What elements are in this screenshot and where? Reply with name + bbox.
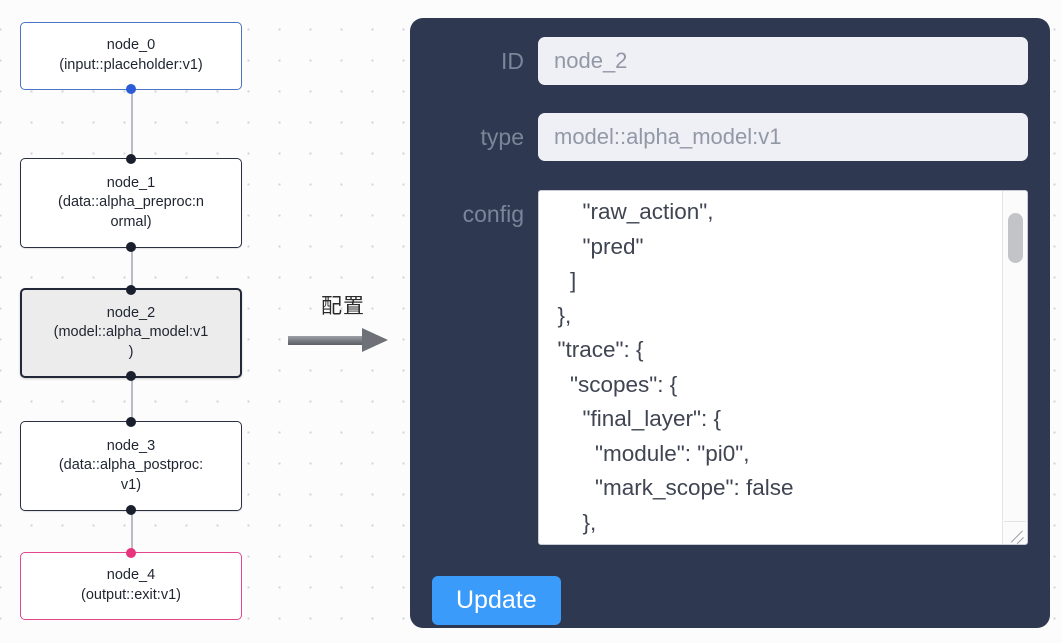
node-handle-bottom[interactable] — [126, 242, 136, 252]
field-row-config: config — [410, 190, 1050, 545]
node-inspector-panel: ID type config Update — [410, 18, 1050, 628]
node-label-line: (data::alpha_preproc:n — [58, 194, 204, 211]
graph-node-node_2[interactable]: node_2 (model::alpha_model:v1 ) — [20, 285, 242, 381]
node-label-line: node_3 — [106, 437, 156, 454]
node-label-line: node_1 — [106, 174, 156, 191]
transition-arrow-group: 配置 — [288, 296, 398, 353]
edge-node0-node1 — [131, 90, 133, 160]
arrow-head — [362, 328, 388, 352]
node-handle-bottom[interactable] — [126, 84, 136, 94]
field-row-type: type — [410, 113, 1050, 161]
node-handle-bottom[interactable] — [126, 505, 136, 515]
node-handle-top[interactable] — [126, 417, 136, 427]
graph-node-node_4[interactable]: node_4 (output::exit:v1) — [20, 548, 242, 620]
node-label-line: v1) — [120, 476, 142, 493]
id-input[interactable] — [538, 37, 1028, 85]
node-label-line: (model::alpha_model:v1 — [53, 324, 209, 341]
node-label-line: node_4 — [106, 567, 156, 584]
resize-grip-icon[interactable] — [1004, 521, 1026, 543]
field-row-id: ID — [410, 37, 1050, 85]
config-scrollbar-thumb[interactable] — [1008, 213, 1023, 263]
node-handle-bottom[interactable] — [126, 371, 136, 381]
edge-node1-node2 — [131, 247, 133, 311]
node-handle-top[interactable] — [126, 154, 136, 164]
graph-node-node_0[interactable]: node_0 (input::placeholder:v1) — [20, 22, 242, 94]
node-handle-top[interactable] — [126, 548, 136, 558]
graph-node-node_3[interactable]: node_3 (data::alpha_postproc: v1) — [20, 417, 242, 515]
node-label-line: (input::placeholder:v1) — [59, 57, 203, 73]
node-label-line: (data::alpha_postproc: — [58, 457, 204, 474]
node-label-line: ormal) — [110, 213, 152, 230]
config-scrollbar[interactable] — [1002, 191, 1027, 544]
arrow-icon — [288, 327, 398, 353]
node-label-line: (output::exit:v1) — [81, 587, 181, 603]
arrow-label: 配置 — [321, 294, 365, 318]
node-label-line: node_0 — [106, 37, 156, 54]
node-handle-top[interactable] — [126, 285, 136, 295]
edge-node2-node3 — [131, 377, 133, 442]
node-label-line: ) — [128, 343, 134, 360]
type-field-label: type — [480, 124, 524, 150]
type-input[interactable] — [538, 113, 1028, 161]
graph-node-node_1[interactable]: node_1 (data::alpha_preproc:n ormal) — [20, 154, 242, 252]
arrow-shaft — [288, 336, 366, 345]
config-textarea[interactable] — [539, 191, 1003, 544]
config-textarea-box — [538, 190, 1028, 545]
config-field-label: config — [462, 201, 524, 227]
update-button[interactable]: Update — [432, 576, 561, 625]
edge-node3-node4 — [131, 511, 133, 577]
node-label-line: node_2 — [106, 304, 156, 321]
id-field-label: ID — [501, 48, 524, 74]
